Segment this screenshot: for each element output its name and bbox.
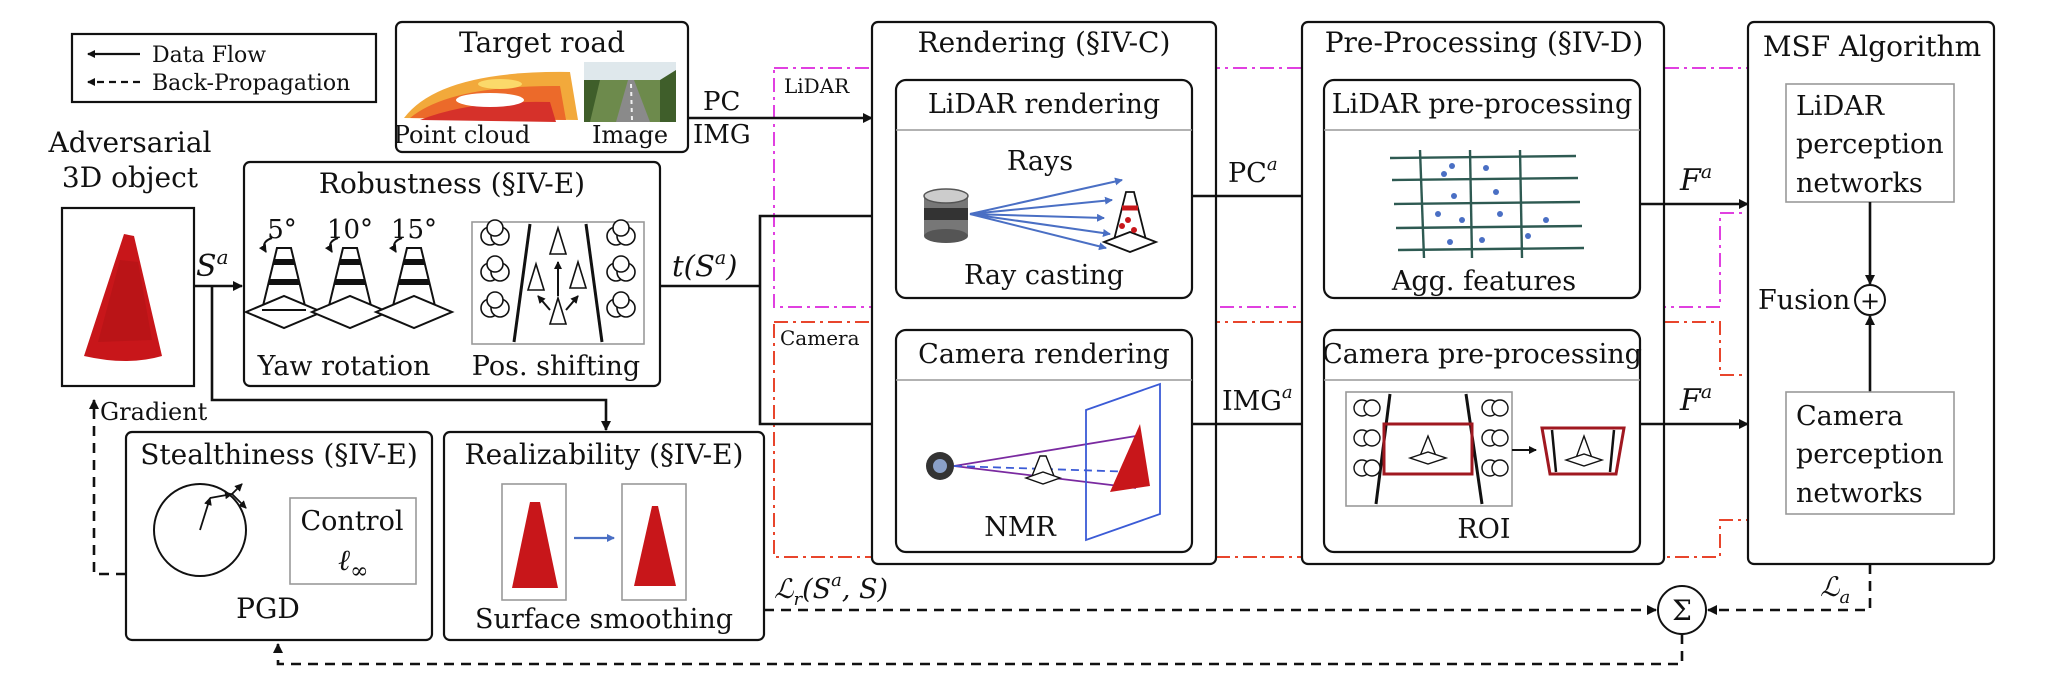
roi-label: ROI bbox=[1457, 514, 1510, 545]
tsa-label: t(Sa) bbox=[672, 247, 738, 283]
lidar-rendering-title: LiDAR rendering bbox=[928, 89, 1160, 120]
yaw-cone-5 bbox=[243, 237, 325, 330]
rough-cone-image bbox=[512, 502, 558, 588]
rendering-title: Rendering (§IV-C) bbox=[918, 26, 1171, 59]
camera-preprocessing-title: Camera pre-processing bbox=[1322, 339, 1642, 370]
preprocessing-box: Pre-Processing (§IV-D) LiDAR pre-process… bbox=[1300, 20, 1666, 566]
yaw-rotation-label: Yaw rotation bbox=[257, 351, 431, 382]
adversarial-line2: 3D object bbox=[62, 161, 199, 194]
road-camera-image bbox=[584, 62, 676, 122]
control-box bbox=[289, 497, 417, 585]
ray-lines bbox=[969, 177, 1123, 251]
legend-back-propagation: Back-Propagation bbox=[152, 71, 350, 96]
lidar-net-line1: LiDAR bbox=[1796, 91, 1885, 122]
agg-feature-points bbox=[1435, 163, 1549, 245]
gradient-label: Gradient bbox=[100, 398, 208, 426]
legend: Data Flow Back-Propagation bbox=[70, 32, 378, 104]
agg-feature-grid bbox=[1389, 149, 1585, 259]
lidar-region-outline bbox=[773, 67, 1979, 308]
sum-to-pgd-arrow bbox=[273, 634, 1684, 666]
img-label: IMG bbox=[693, 120, 751, 150]
fusion-plus-sign: + bbox=[1860, 287, 1880, 315]
sum-symbol: Σ bbox=[1672, 594, 1692, 627]
roi-illustration bbox=[1345, 391, 1626, 507]
lidar-preprocessing-title: LiDAR pre-processing bbox=[1332, 89, 1632, 120]
lidar-net-line2: perception bbox=[1796, 129, 1944, 160]
tsa-to-camera-rendering-arrow bbox=[758, 286, 895, 429]
angle-5: 5° bbox=[267, 215, 297, 245]
linf-label: ℓ∞ bbox=[338, 543, 368, 584]
camera-net-line2: perception bbox=[1796, 439, 1944, 470]
agg-features-label: Agg. features bbox=[1391, 266, 1576, 297]
camera-fa-label: Fa bbox=[1679, 381, 1712, 418]
target-road-title: Target road bbox=[459, 26, 625, 59]
target-road-box: Target road Point cloud Image bbox=[394, 20, 690, 154]
pgd-steps-icon bbox=[199, 483, 247, 531]
pos-shifting-label: Pos. shifting bbox=[472, 351, 640, 382]
yaw-cone-10 bbox=[309, 237, 391, 330]
adversarial-line1: Adversarial bbox=[48, 126, 212, 159]
camera-net-line1: Camera bbox=[1796, 401, 1903, 432]
ray-casting-label: Ray casting bbox=[964, 260, 1124, 291]
gradient-arrow bbox=[89, 399, 126, 576]
position-shifting-image bbox=[471, 219, 645, 345]
camera-net-line3: networks bbox=[1796, 478, 1923, 509]
lidar-sensor-icon bbox=[923, 188, 969, 243]
yaw-cone-15 bbox=[373, 237, 455, 330]
realizability-title: Realizability (§IV-E) bbox=[465, 438, 744, 471]
pca-label: PCa bbox=[1228, 154, 1278, 189]
surface-smoothing-label: Surface smoothing bbox=[475, 604, 733, 635]
legend-data-flow: Data Flow bbox=[152, 43, 266, 68]
rays-label: Rays bbox=[1007, 146, 1073, 177]
preprocessing-title: Pre-Processing (§IV-D) bbox=[1325, 26, 1644, 59]
robustness-title: Robustness (§IV-E) bbox=[319, 167, 585, 200]
nmr-label: NMR bbox=[984, 512, 1056, 543]
smooth-cone-image bbox=[634, 506, 676, 586]
loss-r-label: ℒr(Sa, S) bbox=[774, 570, 888, 610]
pc-label: PC bbox=[703, 87, 740, 117]
robustness-box: Robustness (§IV-E) 5° 10° 15° bbox=[242, 160, 662, 388]
image-label: Image bbox=[592, 121, 668, 149]
point-cloud-image bbox=[404, 71, 578, 122]
lidar-fa-label: Fa bbox=[1679, 161, 1712, 198]
msf-title: MSF Algorithm bbox=[1763, 30, 1981, 63]
sa-symbol: Sa bbox=[196, 245, 229, 284]
realizability-box: Realizability (§IV-E) Surface smoothing bbox=[442, 430, 766, 642]
lidar-target-cone-icon bbox=[1101, 191, 1159, 253]
imga-label: IMGa bbox=[1222, 382, 1293, 417]
stealthiness-title: Stealthiness (§IV-E) bbox=[140, 438, 418, 471]
stealthiness-box: Stealthiness (§IV-E) Control ℓ∞ PGD bbox=[124, 430, 434, 642]
loss-a-label: ℒa bbox=[1820, 572, 1850, 608]
adversarial-cone-image bbox=[84, 234, 162, 361]
point-cloud-label: Point cloud bbox=[394, 121, 530, 149]
loss-a-arrow bbox=[1707, 564, 1872, 615]
msf-box: MSF Algorithm LiDAR perception networks … bbox=[1746, 20, 1996, 566]
nmr-illustration bbox=[926, 382, 1161, 542]
fusion-label: Fusion bbox=[1758, 285, 1850, 316]
pgd-label: PGD bbox=[236, 592, 300, 625]
lidar-region-label: LiDAR bbox=[784, 74, 850, 98]
camera-region-label: Camera bbox=[780, 326, 860, 350]
rendering-box: Rendering (§IV-C) LiDAR rendering Rays R… bbox=[870, 20, 1218, 566]
camera-rendering-title: Camera rendering bbox=[918, 339, 1170, 370]
adversarial-object-box bbox=[60, 206, 196, 388]
sa-to-realizability-arrow bbox=[210, 286, 611, 431]
tsa-to-lidar-rendering-arrow bbox=[758, 211, 895, 286]
lidar-net-line3: networks bbox=[1796, 168, 1923, 199]
control-label: Control bbox=[301, 506, 404, 537]
